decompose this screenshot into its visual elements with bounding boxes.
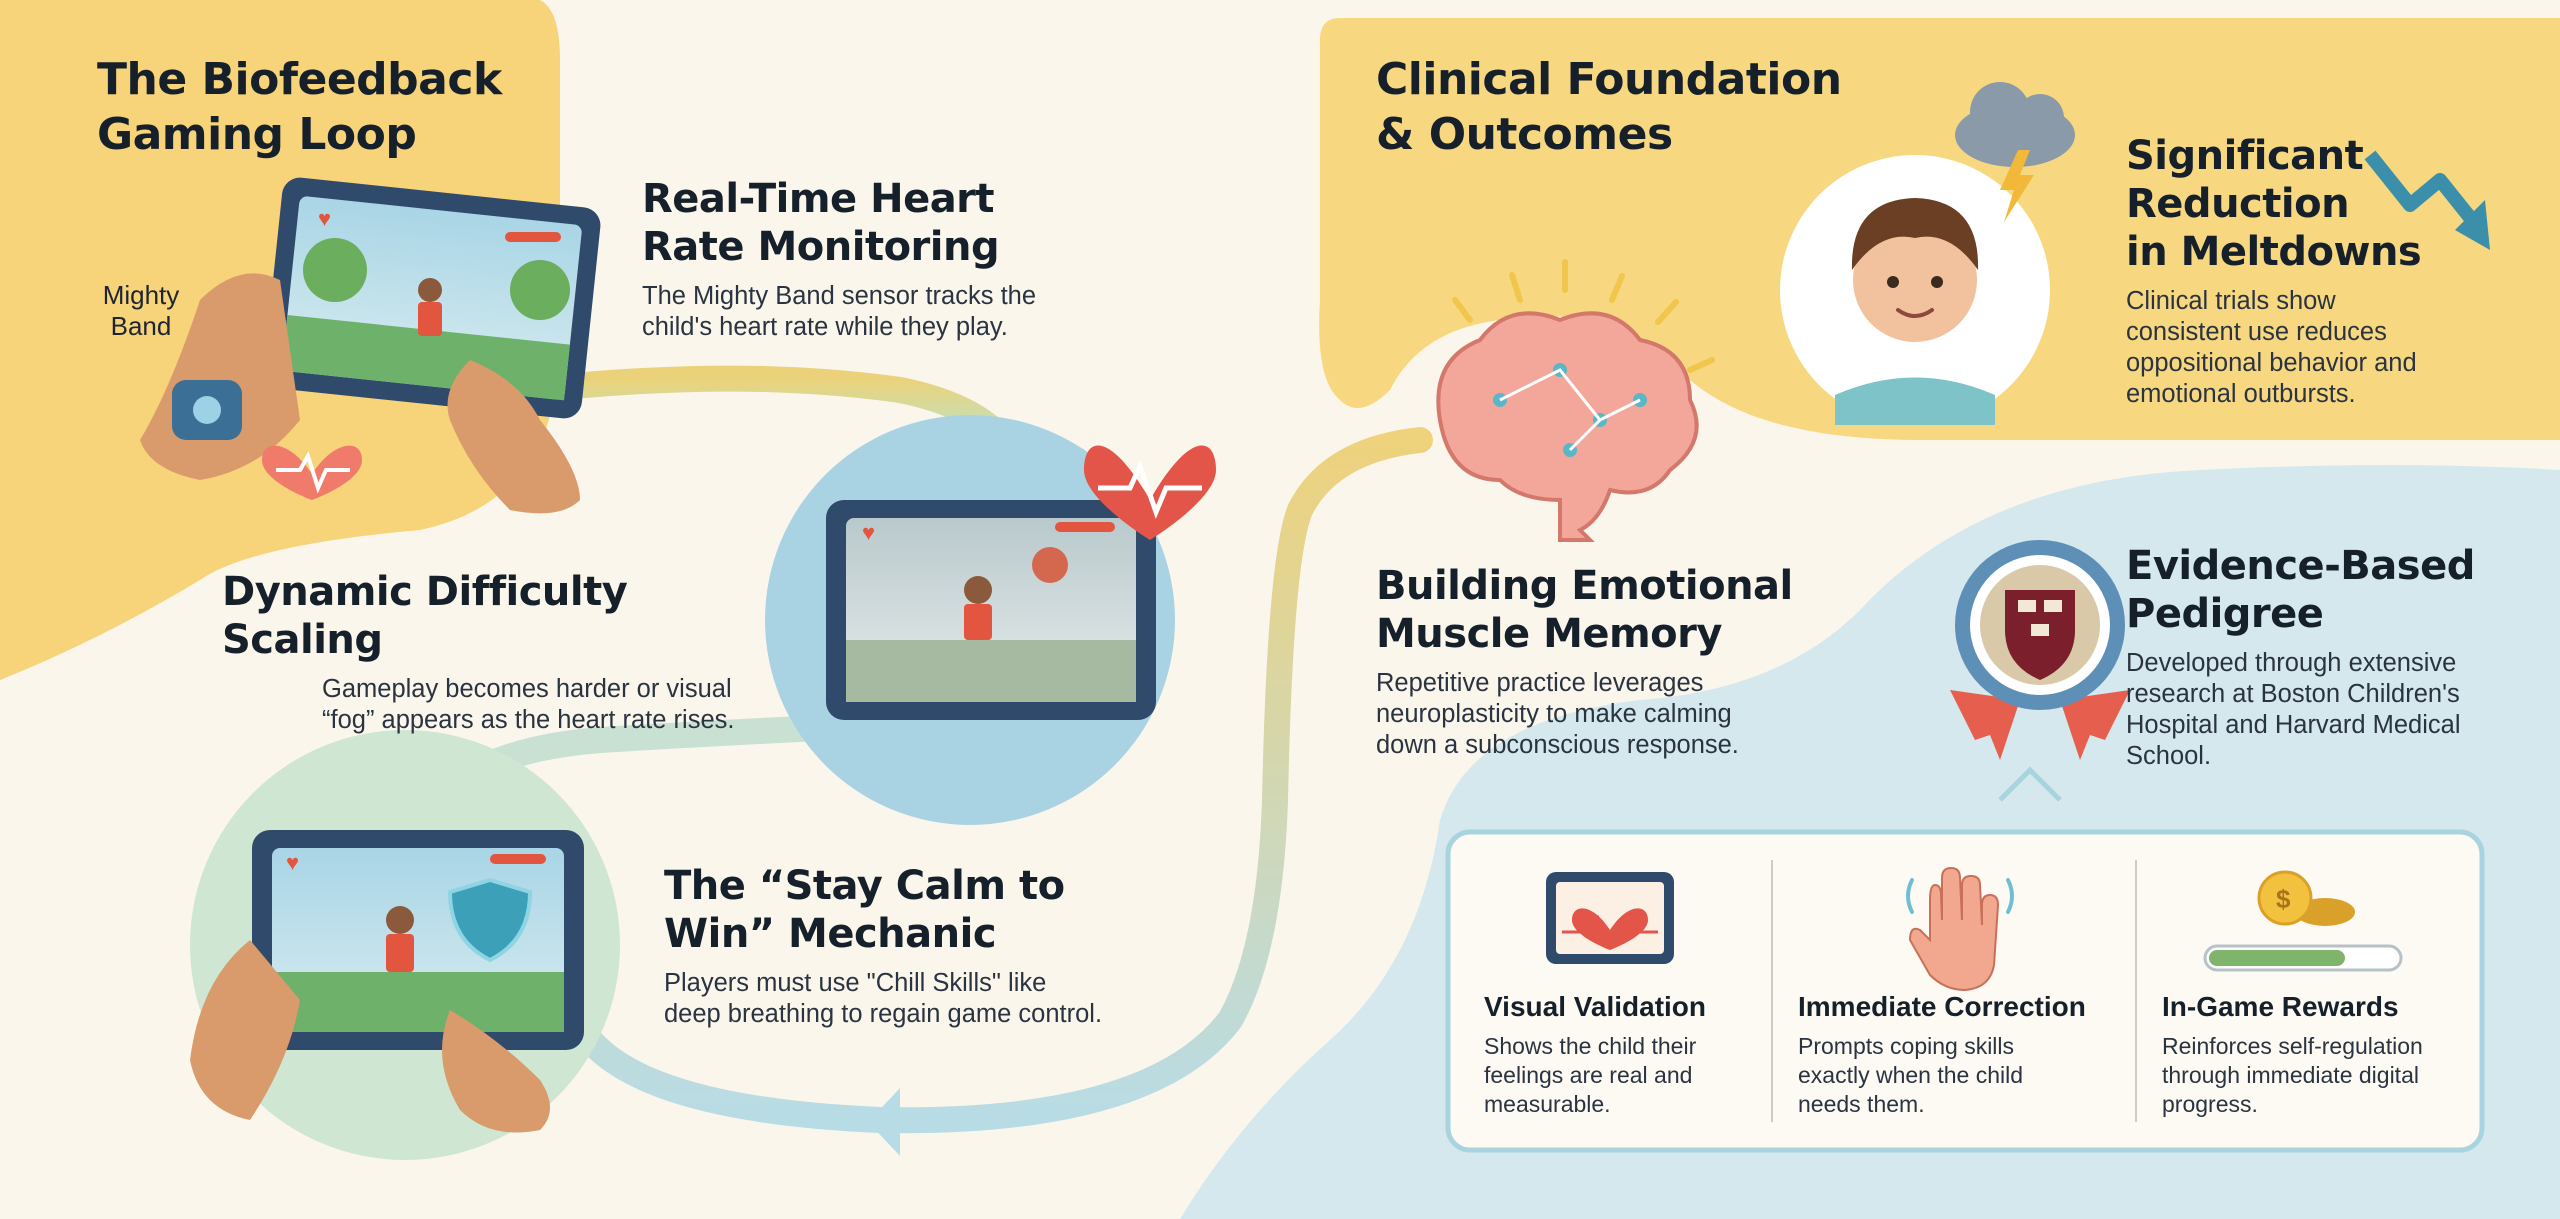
- tablet-illustration-1: ♥: [263, 177, 601, 419]
- step-heading: Dynamic Difficulty Scaling: [222, 569, 628, 663]
- benefit-description: Reinforces self-regulation through immed…: [2162, 1033, 2423, 1117]
- svg-text:♥: ♥: [286, 850, 299, 875]
- benefit-in-game-rewards: In-Game Rewards Reinforces self-regulati…: [2162, 990, 2472, 1119]
- outcome-heading: Evidence-Based Pedigree: [2126, 543, 2475, 637]
- step-dynamic-difficulty: Dynamic Difficulty Scaling Gameplay beco…: [222, 568, 782, 736]
- benefit-immediate-correction: Immediate Correction Prompts coping skil…: [1798, 990, 2128, 1119]
- section-title-biofeedback-loop: The Biofeedback Gaming Loop: [97, 54, 502, 160]
- tablet-illustration-2: ♥: [826, 500, 1156, 720]
- outcome-description: Clinical trials show consistent use redu…: [2126, 287, 2417, 408]
- outcome-emotional-muscle-memory: Building Emotional Muscle Memory Repetit…: [1376, 562, 1896, 761]
- benefit-title: In-Game Rewards: [2162, 991, 2399, 1022]
- coins-icon: $: [2203, 870, 2403, 972]
- flow-path-bottom: [577, 427, 1433, 1134]
- card-connector: [1998, 766, 2062, 802]
- hand-left-3: [190, 940, 300, 1120]
- harvard-badge-icon: [1950, 540, 2130, 760]
- storm-cloud-icon: [1955, 82, 2075, 222]
- svg-text:♥: ♥: [318, 206, 331, 231]
- mighty-band-label: Mighty Band: [102, 280, 180, 341]
- outcome-heading: Building Emotional Muscle Memory: [1376, 563, 1793, 657]
- raised-hand-icon: [1906, 866, 2014, 992]
- hand-right-3: [442, 1010, 550, 1133]
- svg-text:♥: ♥: [862, 520, 875, 545]
- outcome-description: Developed through extensive research at …: [2126, 649, 2461, 770]
- section-title-clinical-foundation: Clinical Foundation & Outcomes: [1376, 54, 1842, 160]
- brain-illustration: [1436, 259, 1715, 542]
- hand-right-1: [447, 360, 580, 514]
- benefit-title: Visual Validation: [1484, 991, 1707, 1022]
- step-heading: Real-Time Heart Rate Monitoring: [642, 176, 1000, 270]
- outcome-heading: Significant Reduction in Meltdowns: [2126, 133, 2422, 275]
- step-heading: The “Stay Calm to Win” Mechanic: [664, 863, 1065, 957]
- flow-arrow-head: [868, 1088, 900, 1156]
- step-description: Gameplay becomes harder or visual “fog” …: [322, 675, 735, 734]
- benefit-title: Immediate Correction: [1798, 991, 2086, 1022]
- benefit-description: Prompts coping skills exactly when the c…: [1798, 1033, 2024, 1117]
- child-portrait: [1780, 155, 2050, 425]
- svg-text:$: $: [2276, 884, 2291, 914]
- step-stay-calm-mechanic: The “Stay Calm to Win” Mechanic Players …: [664, 862, 1224, 1030]
- benefit-visual-validation: Visual Validation Shows the child their …: [1484, 990, 1764, 1119]
- benefit-description: Shows the child their feelings are real …: [1484, 1033, 1697, 1117]
- outcome-evidence-pedigree: Evidence-Based Pedigree Developed throug…: [2126, 542, 2546, 772]
- step-description: Players must use "Chill Skills" like dee…: [664, 969, 1103, 1028]
- step-real-time-monitoring: Real-Time Heart Rate Monitoring The Migh…: [642, 175, 1162, 343]
- heart-rate-icon-2: [1084, 445, 1216, 540]
- downward-trend-arrow-icon: [2364, 150, 2490, 250]
- heart-rate-icon-1: [262, 445, 362, 500]
- step-description: The Mighty Band sensor tracks the child'…: [642, 282, 1037, 341]
- heart-monitor-icon: [1546, 872, 1674, 964]
- outcome-description: Repetitive practice leverages neuroplast…: [1376, 669, 1739, 759]
- tablet-illustration-3: ♥: [252, 830, 584, 1050]
- outcome-meltdown-reduction: Significant Reduction in Meltdowns Clini…: [2126, 132, 2546, 410]
